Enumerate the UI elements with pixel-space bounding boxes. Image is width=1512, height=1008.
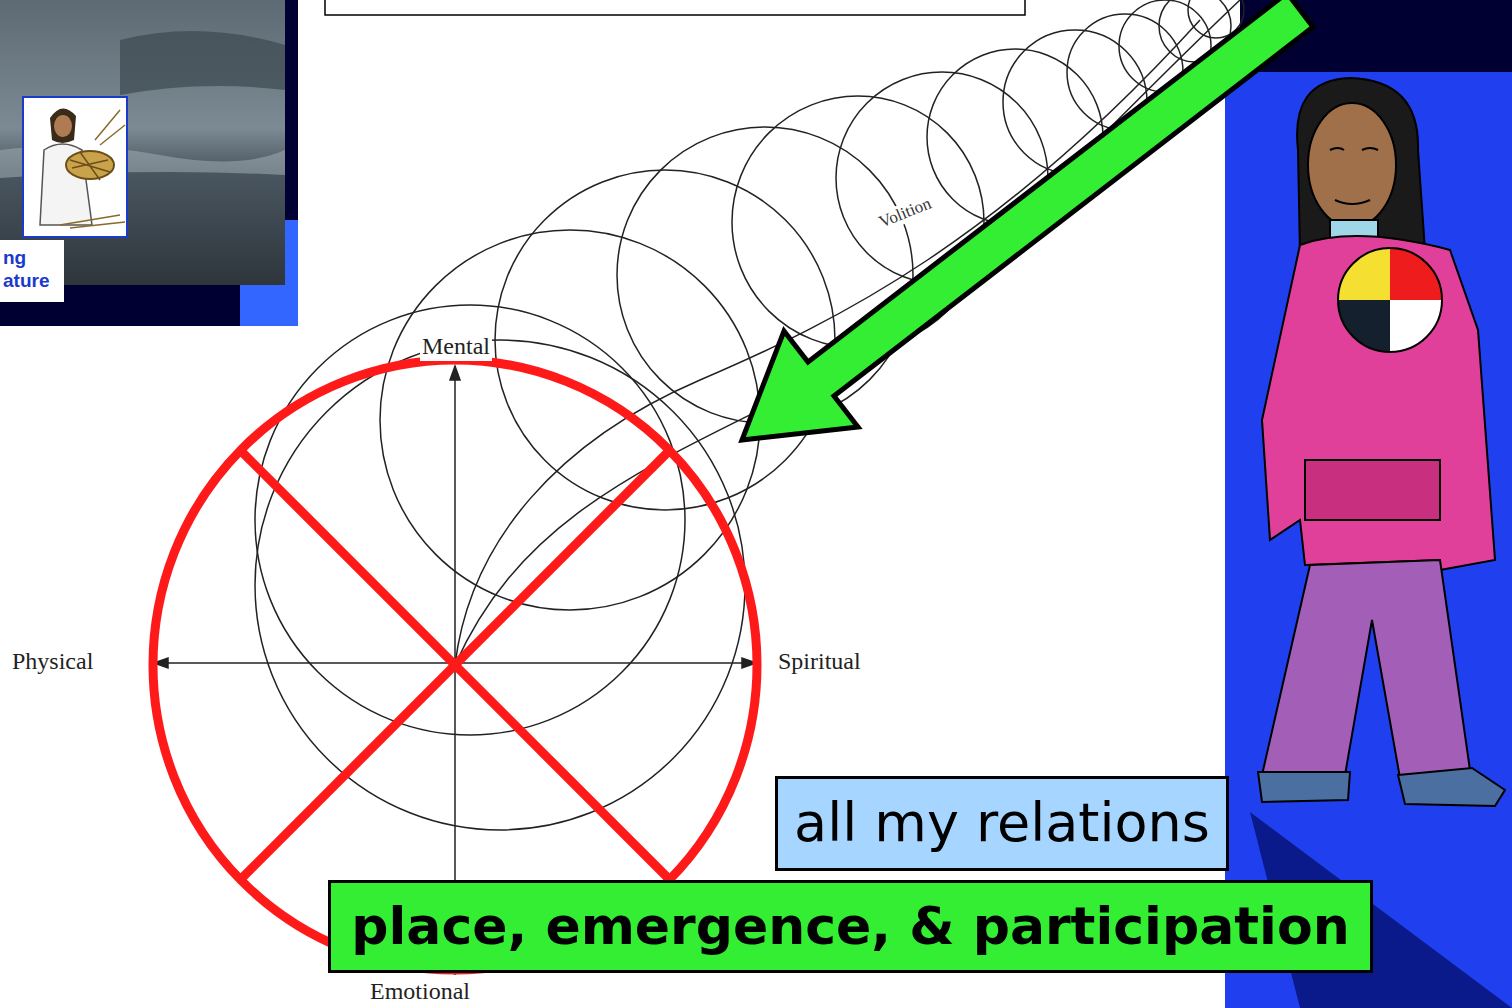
basket-weaver-figure — [40, 108, 125, 228]
caption-patch — [0, 240, 64, 302]
crossed-out-circle — [153, 360, 757, 970]
axis-label: Mental — [420, 333, 492, 361]
cropped-caption: ng — [3, 247, 26, 269]
banner-box: place, emergence, & participation — [328, 880, 1373, 973]
blue-panel — [1225, 72, 1512, 1008]
callout-box: all my relations — [775, 776, 1229, 871]
dark-panel — [0, 0, 298, 326]
text-box-edge — [325, 0, 1025, 15]
axis-label: Emotional — [368, 978, 472, 1006]
curve-label: Volition — [874, 193, 936, 233]
basket-weaver-icon — [23, 97, 127, 237]
girl-figure — [1258, 78, 1505, 806]
cropped-caption: ature — [3, 270, 49, 292]
box-text: all my relations — [794, 791, 1210, 856]
axis-label: Physical — [10, 648, 95, 676]
medicine-wheel — [1338, 248, 1442, 352]
box-text: place, emergence, & participation — [351, 895, 1349, 957]
axis-label: Spiritual — [776, 648, 863, 676]
pointer-arrow — [742, 0, 1313, 440]
far-shore — [120, 31, 285, 95]
